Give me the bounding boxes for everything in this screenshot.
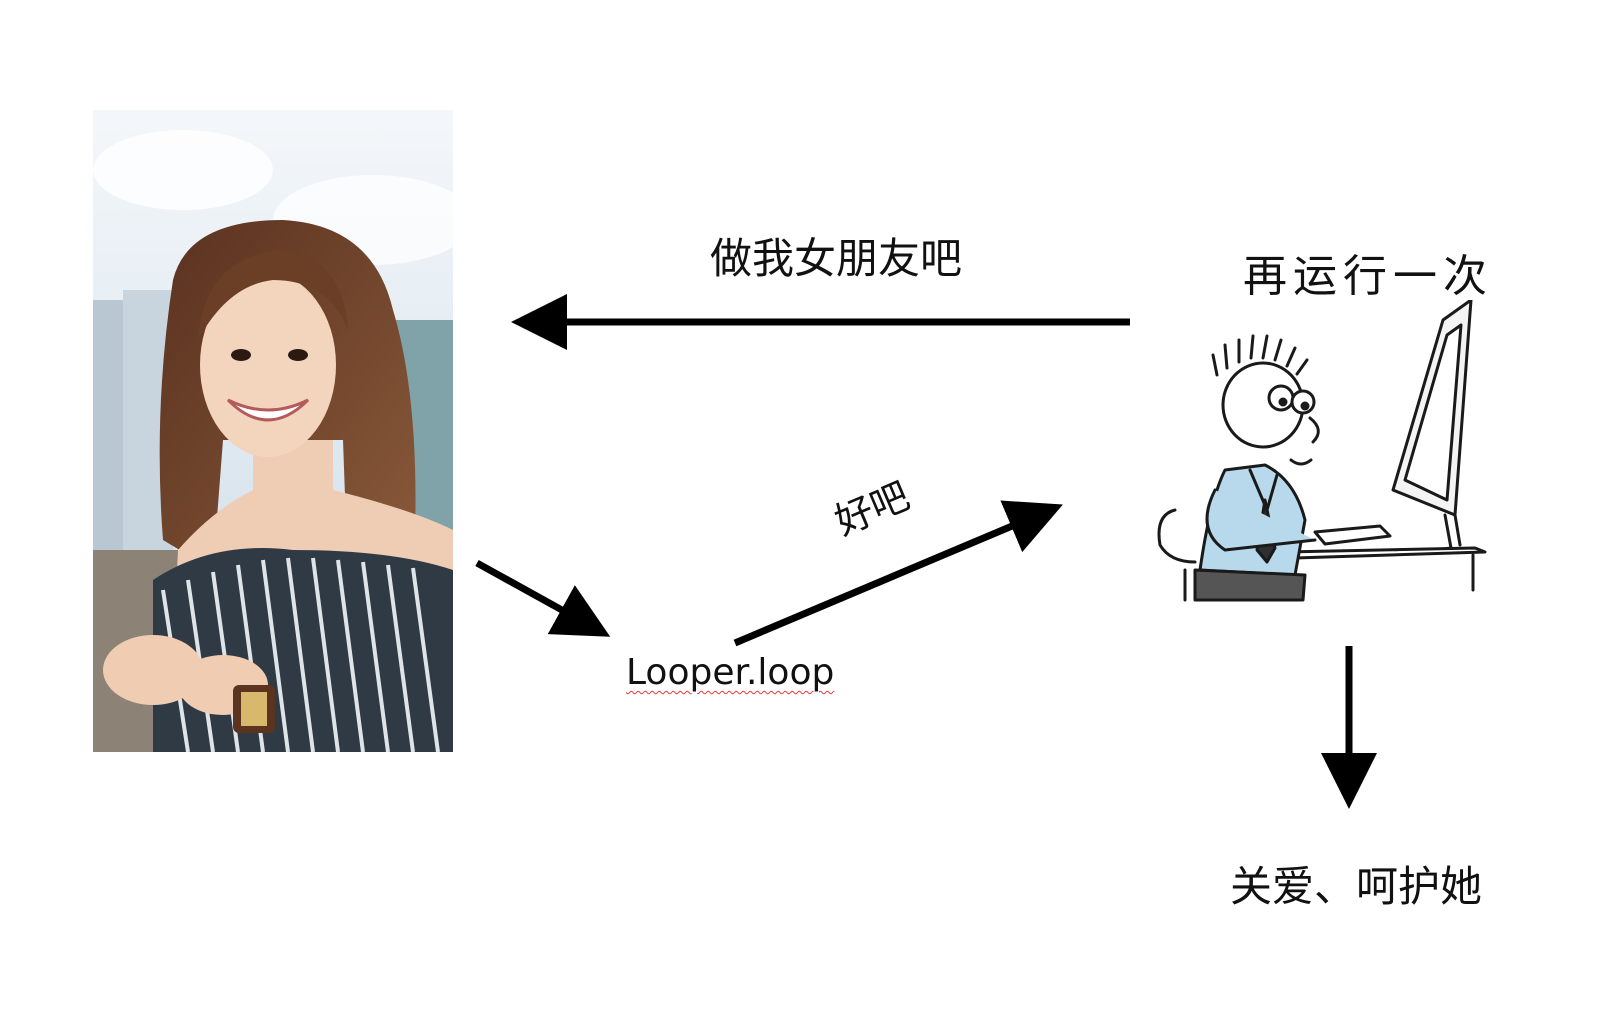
looper-loop-label: Looper.loop bbox=[626, 652, 834, 693]
rerun-label: 再运行一次 bbox=[1243, 240, 1493, 304]
arrow-to-looper bbox=[477, 563, 598, 630]
arrow-ok bbox=[735, 510, 1050, 643]
request-label: 做我女朋友吧 bbox=[710, 225, 962, 286]
care-label: 关爱、呵护她 bbox=[1230, 853, 1482, 914]
